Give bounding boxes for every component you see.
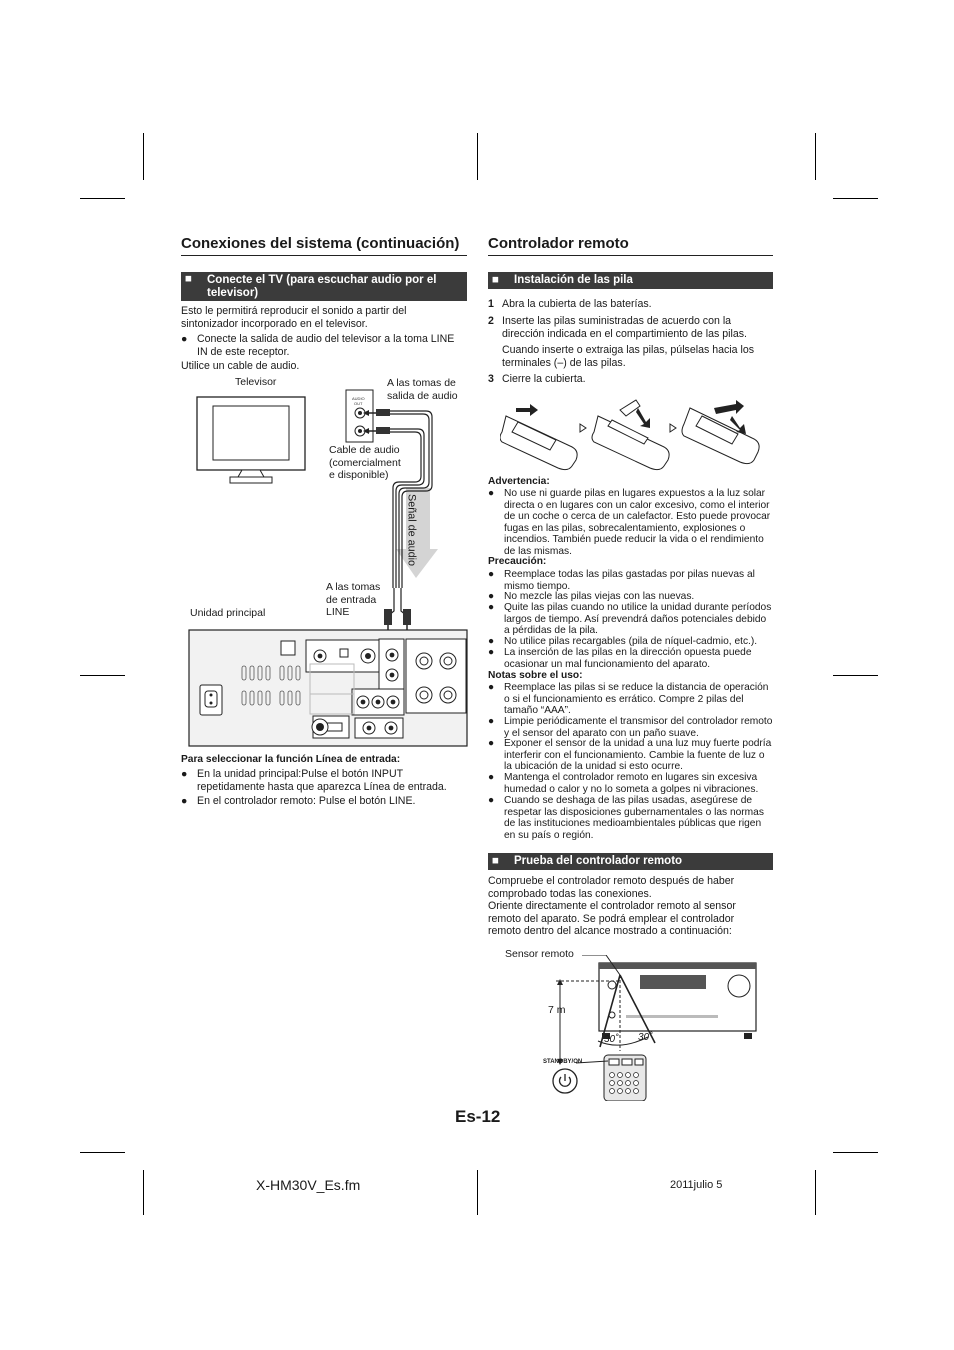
test-text: Compruebe el controlador remoto después …: [488, 875, 736, 938]
left-heading: Conexiones del sistema (continuación): [181, 235, 460, 252]
crop-mark: [815, 133, 816, 180]
crop-mark: [477, 1170, 478, 1215]
audio-signal-arrow: [396, 488, 438, 578]
bullet-dot: ●: [488, 488, 495, 499]
crop-mark: [833, 1152, 878, 1153]
battery-install-illustration: [500, 399, 760, 471]
crop-mark: [477, 133, 478, 180]
tv-label: Televisor: [235, 376, 277, 388]
left-heading-rule: [181, 255, 467, 256]
step-text: Cierre la cubierta.: [502, 373, 586, 385]
notes-title: Notas sobre el uso:: [488, 670, 583, 681]
step-number: 3: [488, 373, 494, 385]
bullet-dot: ●: [488, 647, 495, 658]
caution-text: Quite las pilas cuando no utilice la uni…: [504, 602, 772, 637]
tv-bullet-text: Conecte la salida de audio del televisor…: [197, 333, 455, 358]
tv-section-title: Conecte el TV (para escuchar audio por e…: [207, 274, 437, 299]
line-select-text: En el controlador remoto: Pulse el botón…: [197, 795, 416, 807]
bullet-dot: ●: [488, 636, 495, 647]
install-section-bar: ■ Instalación de las pila: [488, 272, 773, 289]
unit-front-illustration: [598, 962, 757, 1039]
right-heading: Controlador remoto: [488, 235, 629, 252]
caution-text: Reemplace todas las pilas gastadas por p…: [504, 569, 755, 592]
unit-label: Unidad principal: [190, 607, 266, 619]
crop-mark: [833, 198, 878, 199]
notes-text: Exponer el sensor de la unidad a una luz…: [504, 738, 772, 773]
bullet-dot: ●: [488, 716, 495, 727]
crop-mark: [143, 1170, 144, 1215]
remote-illustration: [603, 1054, 647, 1101]
caution-title: Precaución:: [488, 556, 547, 567]
crop-mark: [143, 133, 144, 180]
step-text: Abra la cubierta de las baterías.: [502, 298, 652, 310]
bullet-dot: ●: [181, 768, 188, 780]
angle-left-label: 30˚: [604, 1034, 619, 1045]
install-section-title: Instalación de las pila: [514, 274, 633, 286]
main-unit-rear-panel: [188, 629, 468, 747]
svg-text:OUT: OUT: [354, 401, 363, 406]
bullet-dot: ●: [488, 795, 495, 806]
cable-label: Cable de audio (comercialment e disponib…: [329, 444, 401, 482]
svg-text:AUDIO: AUDIO: [352, 396, 365, 401]
bullet-dot: ●: [488, 569, 495, 580]
angle-right-label: 30˚: [638, 1032, 653, 1043]
line-select-title: Para seleccionar la función Línea de ent…: [181, 754, 401, 765]
section-marker: ■: [185, 273, 192, 285]
bullet-dot: ●: [488, 738, 495, 749]
tv-out-label: A las tomas de salida de audio: [387, 377, 458, 402]
crop-mark: [833, 675, 878, 676]
section-marker: ■: [492, 274, 499, 286]
step-number: 2: [488, 315, 494, 327]
tv-illustration: [196, 396, 306, 484]
page-number: Es-12: [455, 1107, 501, 1126]
notes-text: Limpie periódicamente el transmisor del …: [504, 716, 773, 739]
signal-label: Señal de audio: [405, 494, 418, 567]
crop-mark: [815, 1170, 816, 1215]
bullet-dot: ●: [488, 591, 495, 602]
crop-mark: [80, 1152, 125, 1153]
step-number: 1: [488, 298, 494, 310]
bullet-dot: ●: [488, 682, 495, 693]
tv-section-bar: ■ Conecte el TV (para escuchar audio por…: [181, 272, 467, 301]
caution-text: La inserción de las pilas en la direcció…: [504, 647, 752, 670]
line-select-text: En la unidad principal:Pulse el botón IN…: [197, 768, 447, 793]
sensor-label: Sensor remoto: [505, 948, 574, 960]
step-text: Inserte las pilas suministradas de acuer…: [502, 315, 747, 340]
tv-intro: Esto le permitirá reproducir el sonido a…: [181, 305, 407, 330]
remote-range-diagram: [552, 955, 757, 1101]
bullet-dot: ●: [181, 333, 188, 345]
notes-text: Mantenga el controlador remoto en lugare…: [504, 772, 759, 795]
footer-date: 2011julio 5: [670, 1179, 723, 1191]
notes-text: Cuando se deshaga de las pilas usadas, a…: [504, 795, 764, 841]
distance-label: 7 m: [548, 1004, 566, 1016]
step-text: Cuando inserte o extraiga las pilas, púl…: [502, 344, 755, 369]
test-section-title: Prueba del controlador remoto: [514, 855, 683, 867]
line-in-label: A las tomas de entrada LINE: [326, 581, 381, 619]
warning-text: No use ni guarde pilas en lugares expues…: [504, 488, 771, 557]
notes-text: Reemplace las pilas si se reduce la dist…: [504, 682, 769, 717]
warning-title: Advertencia:: [488, 476, 550, 487]
standby-label: STANDBY/ON: [543, 1059, 583, 1065]
right-heading-rule: [488, 255, 773, 256]
caution-text: No utilice pilas recargables (pila de ní…: [504, 636, 758, 647]
tv-audio-out-panel: AUDIO OUT L R: [345, 389, 374, 443]
tv-connection-diagram: AUDIO OUT L R: [188, 389, 468, 747]
crop-mark: [80, 198, 125, 199]
caution-text: No mezcle las pilas viejas con las nueva…: [504, 591, 695, 602]
crop-mark: [80, 675, 125, 676]
cable-note: Utilice un cable de audio.: [181, 360, 300, 372]
footer-file: X-HM30V_Es.fm: [256, 1177, 361, 1193]
bullet-dot: ●: [488, 772, 495, 783]
cable-plugs-tv: [363, 409, 390, 434]
section-marker: ■: [492, 855, 499, 867]
bullet-dot: ●: [488, 602, 495, 613]
bullet-dot: ●: [181, 795, 188, 807]
test-section-bar: ■ Prueba del controlador remoto: [488, 853, 773, 870]
